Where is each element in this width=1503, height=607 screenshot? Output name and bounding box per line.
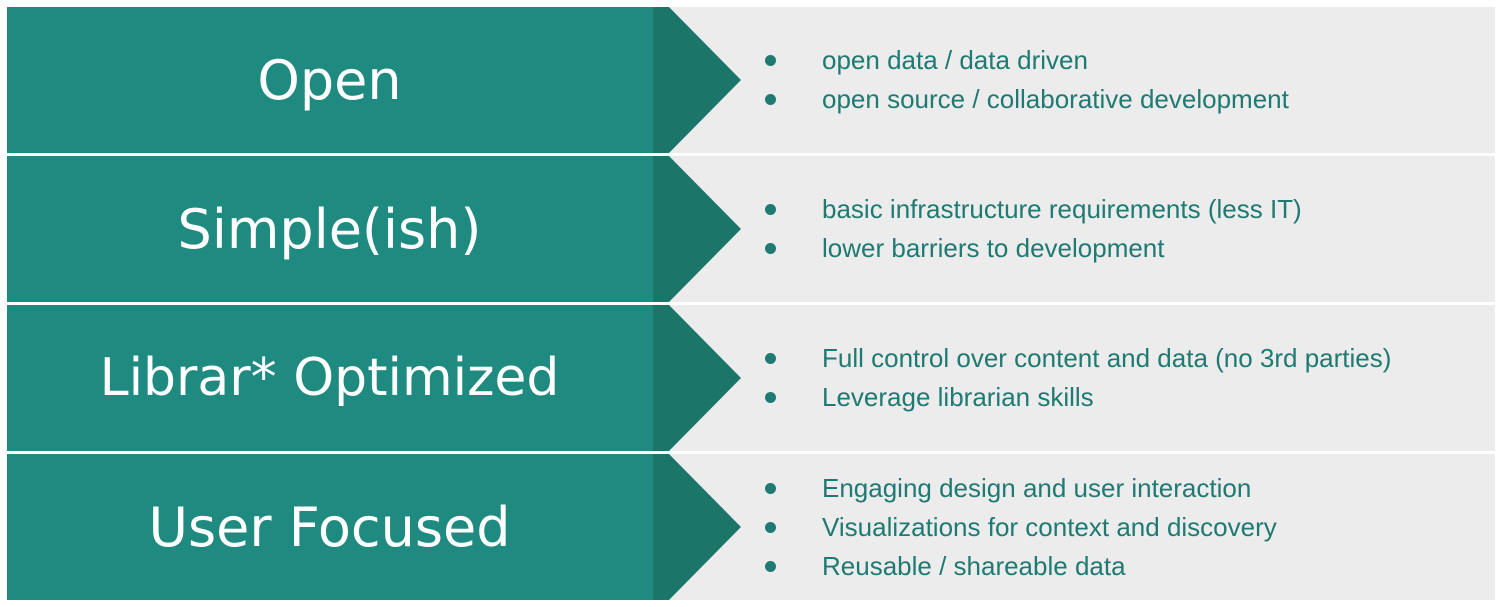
bullet-item: basic infrastructure requirements (less … xyxy=(765,190,1485,229)
chevron-dark-tip xyxy=(653,454,741,600)
bullet-list: Full control over content and data (no 3… xyxy=(765,305,1485,451)
chevron-arrow xyxy=(7,7,741,153)
chevron-dark-tip xyxy=(653,7,741,153)
row-title: Librar* Optimized xyxy=(99,348,560,408)
row-user-focused: User Focused Engaging design and user in… xyxy=(7,454,1495,600)
bullet-item: open source / collaborative development xyxy=(765,80,1485,119)
bullet-text: Reusable / shareable data xyxy=(822,550,1126,581)
bullet-item: Reusable / shareable data xyxy=(765,547,1485,586)
bullet-dot-icon xyxy=(765,560,776,572)
bullet-item: Engaging design and user interaction xyxy=(765,469,1485,508)
chevron-body xyxy=(7,305,653,451)
row-library-optimized: Librar* Optimized Full control over cont… xyxy=(7,305,1495,451)
chevron-body xyxy=(7,454,653,600)
bullet-dot-icon xyxy=(765,392,776,403)
row-open: Open open data / data driven open source… xyxy=(7,7,1495,153)
bullet-item: Leverage librarian skills xyxy=(765,378,1485,417)
chevron-arrow xyxy=(7,305,741,451)
bullet-dot-icon xyxy=(765,482,776,494)
bullet-text: Leverage librarian skills xyxy=(822,382,1094,412)
bullet-dot-icon xyxy=(765,204,776,215)
row-title: Open xyxy=(257,48,402,112)
bullet-item: Full control over content and data (no 3… xyxy=(765,339,1485,378)
bullet-list: Engaging design and user interaction Vis… xyxy=(765,454,1485,600)
bullet-text: basic infrastructure requirements (less … xyxy=(822,194,1302,224)
bullet-text: open data / data driven xyxy=(822,45,1088,75)
chevron-body xyxy=(7,156,653,302)
bullet-list: basic infrastructure requirements (less … xyxy=(765,156,1485,302)
bullet-list: open data / data driven open source / co… xyxy=(765,7,1485,153)
bullet-item: Visualizations for context and discovery xyxy=(765,508,1485,547)
bullet-text: Visualizations for context and discovery xyxy=(822,511,1277,542)
bullet-text: open source / collaborative development xyxy=(822,84,1289,114)
bullet-text: Full control over content and data (no 3… xyxy=(822,343,1392,373)
bullet-dot-icon xyxy=(765,243,776,254)
bullet-dot-icon xyxy=(765,94,776,105)
bullet-dot-icon xyxy=(765,521,776,533)
bullet-item: lower barriers to development xyxy=(765,229,1485,268)
chevron-dark-tip xyxy=(653,305,741,451)
chevron-body xyxy=(7,7,653,153)
chevron-arrow xyxy=(7,454,741,600)
chevron-dark-tip xyxy=(653,156,741,302)
bullet-dot-icon xyxy=(765,55,776,66)
bullet-text: Engaging design and user interaction xyxy=(822,472,1252,503)
row-title: User Focused xyxy=(148,495,511,559)
row-title: Simple(ish) xyxy=(177,197,482,261)
row-simpleish: Simple(ish) basic infrastructure require… xyxy=(7,156,1495,302)
bullet-dot-icon xyxy=(765,353,776,364)
bullet-text: lower barriers to development xyxy=(822,233,1165,263)
chevron-arrow xyxy=(7,156,741,302)
bullet-item: open data / data driven xyxy=(765,41,1485,80)
